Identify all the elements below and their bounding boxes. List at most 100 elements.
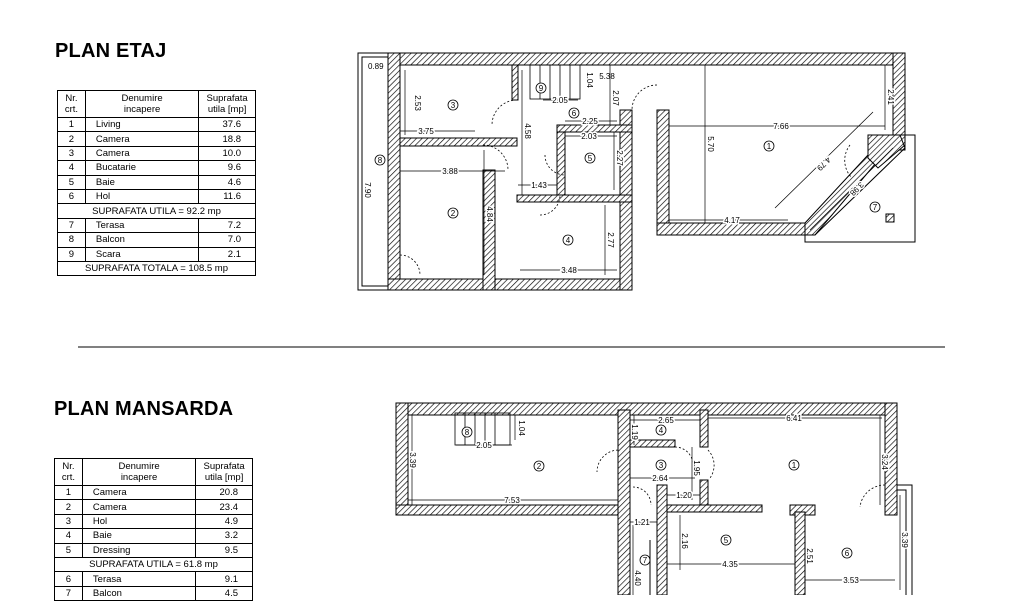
wall bbox=[387, 52, 401, 291]
dimension-label: 1.19 bbox=[630, 424, 639, 440]
dimension-label: 2.77 bbox=[606, 232, 615, 248]
wall bbox=[482, 169, 496, 291]
room-marker-label: 1 bbox=[792, 461, 797, 470]
dimension-label: 1.43 bbox=[531, 181, 547, 190]
room-marker-label: 5 bbox=[588, 154, 593, 163]
room-marker-label: 4 bbox=[659, 426, 664, 435]
dimension-label: 4.58 bbox=[523, 123, 532, 139]
dimension-label: 2.05 bbox=[476, 441, 492, 450]
room-marker-circle bbox=[841, 547, 853, 559]
dimension-label: 3.24 bbox=[880, 454, 889, 470]
dimension-label: 1.21 bbox=[634, 518, 650, 527]
dimension-label: 0.89 bbox=[368, 62, 384, 71]
dimension-label: 7.53 bbox=[504, 496, 520, 505]
mansarda-plan bbox=[395, 402, 913, 595]
room-marker-circle bbox=[655, 424, 667, 436]
column-header: Suprafata utila [mp] bbox=[198, 90, 256, 118]
dimension-label: 2.65 bbox=[658, 416, 674, 425]
wall bbox=[656, 109, 670, 236]
wall bbox=[699, 409, 709, 448]
column-header: Denumire incapere bbox=[84, 90, 200, 118]
dimension-label: 1.04 bbox=[517, 420, 526, 436]
dimension-label: 1.95 bbox=[692, 460, 701, 476]
room-marker-label: 2 bbox=[537, 462, 542, 471]
dimension-label: 5.38 bbox=[599, 72, 615, 81]
wall bbox=[395, 504, 631, 516]
wall bbox=[656, 484, 668, 595]
room-marker-circle bbox=[869, 201, 881, 213]
room-marker-label: 8 bbox=[378, 156, 383, 165]
dimension-label: 3.75 bbox=[418, 127, 434, 136]
dimension-label: 4.84 bbox=[485, 206, 494, 222]
dimension-label: 1.04 bbox=[585, 72, 594, 88]
room-marker-circle bbox=[655, 459, 667, 471]
wall bbox=[884, 402, 898, 516]
total-row: SUPRAFATA TOTALA = 108.5 mp bbox=[57, 260, 256, 277]
dimension-label: 2.16 bbox=[680, 533, 689, 549]
dimension-label: 4.79 bbox=[815, 155, 833, 173]
room-marker-circle bbox=[447, 99, 459, 111]
room-marker-circle bbox=[584, 152, 596, 164]
room-marker-circle bbox=[568, 107, 580, 119]
room-marker-label: 5 bbox=[724, 536, 729, 545]
dimension-label: 4.40 bbox=[633, 570, 642, 586]
room-marker-label: 6 bbox=[572, 109, 577, 118]
dimension-label: 3.39 bbox=[900, 532, 909, 548]
room-marker-label: 7 bbox=[873, 203, 878, 212]
dimension-label: 5.70 bbox=[706, 136, 715, 152]
room-marker-circle bbox=[447, 207, 459, 219]
column-header: Suprafata utila [mp] bbox=[195, 458, 253, 486]
room-marker-label: 8 bbox=[465, 428, 470, 437]
dimension-label: 4.17 bbox=[724, 216, 740, 225]
wall bbox=[395, 402, 409, 516]
wall bbox=[617, 409, 631, 595]
dimension-label: 4.35 bbox=[722, 560, 738, 569]
stairs bbox=[529, 64, 581, 100]
room-marker-label: 6 bbox=[845, 549, 850, 558]
wall bbox=[387, 52, 906, 66]
chimney bbox=[885, 213, 895, 223]
column-header: Nr. crt. bbox=[57, 90, 86, 118]
room-marker-circle bbox=[533, 460, 545, 472]
room-area: 20.8 bbox=[195, 484, 253, 501]
etaj-plan bbox=[357, 52, 916, 291]
room-marker-label: 9 bbox=[539, 84, 544, 93]
dimension-label: 3.39 bbox=[408, 452, 417, 468]
dimension-label: 3.48 bbox=[561, 266, 577, 275]
room-marker-label: 4 bbox=[566, 236, 571, 245]
room-marker-circle bbox=[639, 554, 651, 566]
dimension-label: 6.41 bbox=[786, 414, 802, 423]
dimension-label: 2.64 bbox=[652, 474, 668, 483]
room-marker-label: 7 bbox=[643, 556, 648, 565]
room-marker-circle bbox=[374, 154, 386, 166]
dimension-lines bbox=[400, 65, 894, 275]
wall bbox=[399, 137, 518, 147]
dimension-label: 2.53 bbox=[413, 95, 422, 111]
dimension-label: 2.51 bbox=[805, 548, 814, 564]
dimension-label: 7.90 bbox=[363, 182, 372, 198]
wall bbox=[804, 154, 877, 236]
dimension-label: 3.88 bbox=[442, 167, 458, 176]
wall bbox=[516, 194, 633, 203]
wall bbox=[666, 504, 763, 513]
wall bbox=[794, 511, 806, 595]
door-swings bbox=[596, 446, 886, 508]
dimension-label: 2.03 bbox=[581, 132, 597, 141]
plan-mansarda-title: PLAN MANSARDA bbox=[54, 398, 234, 420]
room-marker-label: 1 bbox=[767, 142, 772, 151]
wall bbox=[629, 439, 676, 448]
dimension-label: 2.41 bbox=[886, 89, 895, 105]
room-marker-label: 2 bbox=[451, 209, 456, 218]
